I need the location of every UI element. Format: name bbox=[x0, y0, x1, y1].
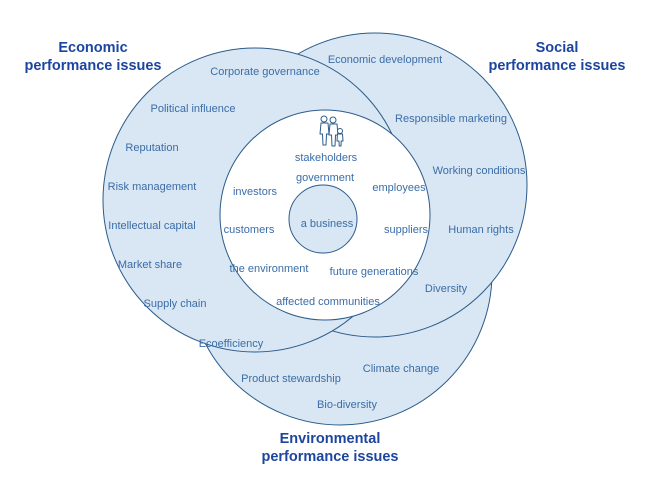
people-icon bbox=[319, 115, 344, 147]
label-investors: investors bbox=[233, 186, 278, 198]
label-supply-chain: Supply chain bbox=[144, 298, 207, 310]
label-intellectual-capital: Intellectual capital bbox=[108, 220, 195, 232]
economic-title-line2: performance issues bbox=[24, 58, 161, 74]
label-political-influence: Political influence bbox=[151, 103, 236, 115]
label-responsible-marketing: Responsible marketing bbox=[395, 113, 507, 125]
environmental-title-line1: Environmental bbox=[280, 431, 381, 447]
label-climate-change: Climate change bbox=[363, 363, 439, 375]
environmental-title-line2: performance issues bbox=[261, 449, 398, 465]
business-circle bbox=[288, 184, 358, 254]
label-reputation: Reputation bbox=[125, 142, 178, 154]
label-employees: employees bbox=[372, 182, 426, 194]
label-product-stewardship: Product stewardship bbox=[241, 373, 341, 385]
label-risk-management: Risk management bbox=[108, 181, 197, 193]
label-diversity: Diversity bbox=[425, 283, 468, 295]
label-future-generations: future generations bbox=[330, 266, 419, 278]
label-bio-diversity: Bio-diversity bbox=[317, 399, 377, 411]
social-title: Social performance issues bbox=[488, 40, 625, 74]
label-corporate-governance: Corporate governance bbox=[210, 66, 319, 78]
social-title-line1: Social bbox=[536, 40, 579, 56]
label-stakeholders: stakeholders bbox=[295, 152, 358, 164]
environmental-title: Environmental performance issues bbox=[261, 431, 398, 465]
label-working-conditions: Working conditions bbox=[433, 165, 526, 177]
label-economic-development: Economic development bbox=[328, 54, 442, 66]
label-the-environment: the environment bbox=[230, 263, 309, 275]
economic-title-line1: Economic bbox=[58, 40, 127, 56]
label-human-rights: Human rights bbox=[448, 224, 514, 236]
label-ecoefficiency: Ecoefficiency bbox=[199, 338, 264, 350]
social-title-line2: performance issues bbox=[488, 58, 625, 74]
label-suppliers: suppliers bbox=[384, 224, 429, 236]
label-market-share: Market share bbox=[118, 259, 182, 271]
label-affected-communities: affected communities bbox=[276, 296, 380, 308]
label-customers: customers bbox=[224, 224, 275, 236]
label-government: government bbox=[296, 172, 354, 184]
label-a-business: a business bbox=[301, 218, 354, 230]
economic-title: Economic performance issues bbox=[24, 40, 161, 74]
